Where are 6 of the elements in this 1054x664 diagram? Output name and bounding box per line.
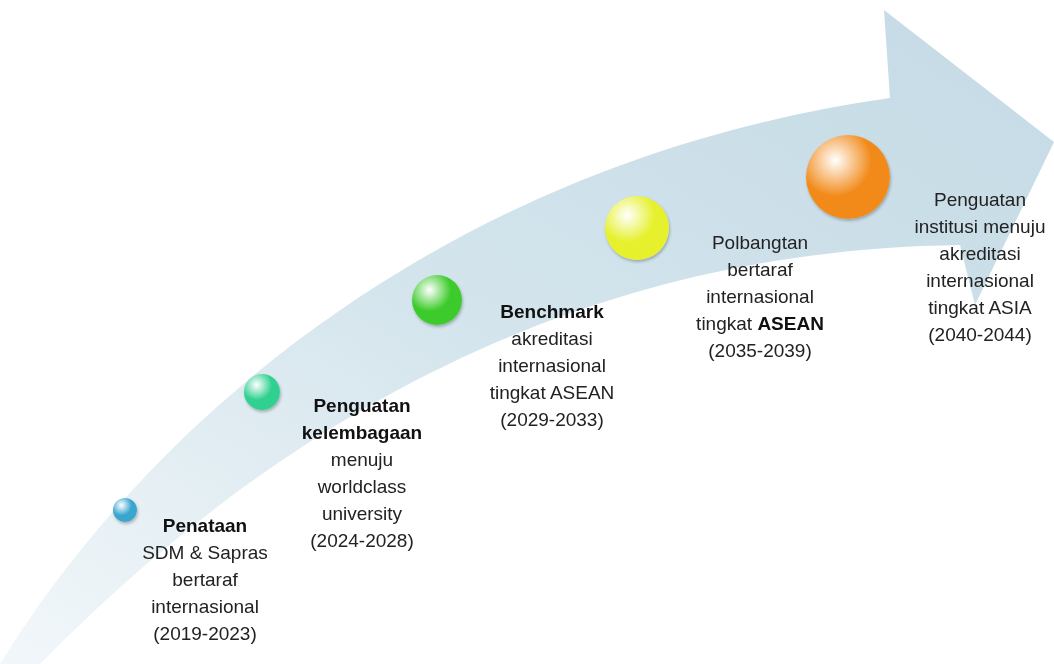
milestone-circle — [113, 498, 137, 522]
milestone-text: Penataan SDM & Sapras bertaraf internasional (2019-2023) — [141, 514, 269, 646]
milestone-text: Penguatan kelembagaan menuju worldclass university (2024-2028) — [300, 394, 424, 553]
milestone-text: Penguatan institusi menuju akreditasi internasional tingkat ASIA (2040-2044) — [913, 188, 1047, 347]
milestone-text: Polbangtan bertaraf internasional tingkat ASEAN (2035-2039) — [695, 231, 825, 363]
milestone-text: Benchmark akreditasi internasional tingkat ASEAN (2029-2033) — [488, 300, 616, 432]
